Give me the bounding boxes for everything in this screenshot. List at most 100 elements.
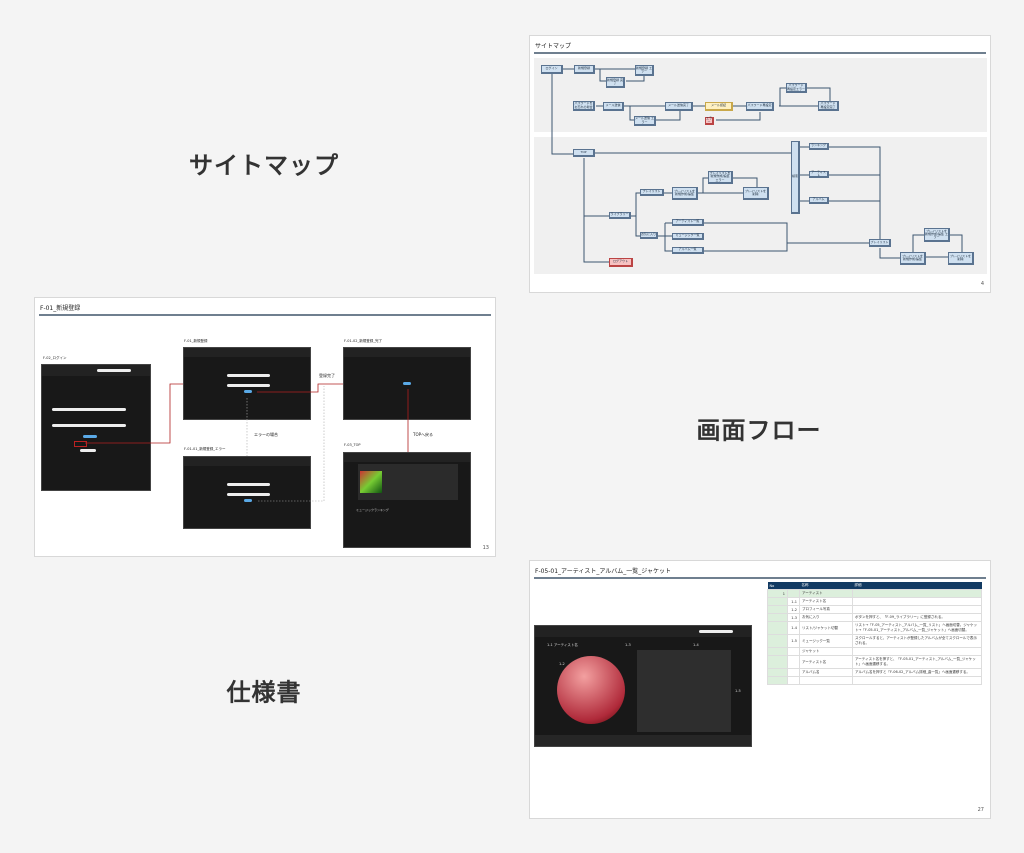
node-login[interactable]: ログイン: [541, 65, 563, 74]
node-library[interactable]: ライブラリー: [609, 212, 631, 219]
node-artist-list[interactable]: アーティスト一覧: [672, 219, 704, 226]
caption-register: F-01_新規登録: [184, 339, 208, 343]
node-logout[interactable]: ログアウト: [609, 258, 633, 267]
slide-title: F-05-01_アーティスト_アルバム_一覧_ジャケット: [535, 568, 671, 575]
node-reg-error[interactable]: 新規登録 エラー: [635, 65, 654, 76]
node-mail-send[interactable]: メール送信: [603, 102, 624, 111]
title-rule: [39, 314, 491, 316]
slide-title: サイトマップ: [535, 43, 572, 50]
cell-no: [767, 668, 788, 677]
section-label-spec: 仕様書: [226, 678, 302, 707]
node-mail-done[interactable]: メール送信完了: [665, 102, 693, 111]
cell-sub: [787, 647, 800, 656]
spec-slide[interactable]: F-05-01_アーティスト_アルバム_一覧_ジャケット 1-1 アーティスト名…: [529, 560, 991, 819]
node-playlist[interactable]: プレイリスト: [640, 189, 664, 196]
cell-no: [767, 634, 788, 648]
node-error[interactable]: エラー: [705, 116, 714, 125]
sitemap-connectors: [551, 68, 963, 263]
cell-no: [767, 605, 788, 614]
jacket-grid[interactable]: [637, 650, 731, 732]
ranking-title: ミュージックランキング: [356, 508, 389, 512]
node-pw-error[interactable]: パスワード 再設定エラー: [786, 83, 807, 93]
cell-detail: リスト→「F-05_アーティスト_アルバム_一覧_リスト」へ画面切替。ジャケット…: [852, 621, 982, 635]
mock-fav-label: 1-3: [625, 643, 631, 647]
cell-sub: 1-4: [787, 621, 800, 635]
profile-photo: [557, 656, 625, 724]
node-ranking[interactable]: ランキング: [809, 143, 829, 150]
cell-name: アーティスト名: [799, 655, 853, 669]
cell-name: お気に入り: [799, 613, 853, 622]
cell-name: ジャケット: [799, 647, 853, 656]
cell-no: 1: [767, 589, 788, 598]
caption-top: F-03_TOP: [344, 443, 361, 447]
screen-register-done[interactable]: [343, 347, 471, 420]
cell-detail: [852, 676, 982, 685]
mock-photo-label: 1-2: [559, 662, 565, 666]
mock-toggle-label: 1-4: [693, 643, 699, 647]
cell-detail: アーティスト名を押すと、「F-05-01_アーティスト_アルバム_一覧_ジャケッ…: [852, 655, 982, 669]
caption-done: F-01-02_新規登録_完了: [344, 339, 382, 343]
arrow-label-error: エラーの場合: [254, 432, 278, 437]
node-mail-auth[interactable]: メール認証: [705, 102, 733, 111]
cell-no: [767, 621, 788, 635]
node-top[interactable]: TOP: [573, 149, 595, 157]
flow-slide[interactable]: F-01_新規登録 F-02_ログイン F-01_新規登録 F-01-01_新規…: [34, 297, 496, 557]
table-row: アルバム名アルバム名を押すと「F-06-02_アルバム詳細_曲一覧」へ画面遷移す…: [767, 668, 982, 677]
node-register[interactable]: 新規登録: [574, 65, 595, 74]
screen-register-error[interactable]: [183, 456, 311, 529]
node-playlist-error[interactable]: プレイリストを新規作成/編集 エラー: [708, 171, 733, 184]
node-artist[interactable]: アーティスト: [809, 170, 829, 178]
cell-detail: スクロールすると、アーティストが登録したアルバムが全てスクロールで表示される。: [852, 634, 982, 648]
arrow-label-done: 登録完了: [319, 373, 335, 378]
node-my-playlist[interactable]: プレイリスト: [869, 239, 891, 247]
node-playlist-delete[interactable]: プレイリストを削除: [743, 187, 769, 200]
node-search[interactable]: 検索: [791, 141, 800, 214]
node-favorite[interactable]: お気に入り: [640, 232, 658, 239]
cell-sub: [787, 668, 800, 677]
node-pw-forgot[interactable]: パスワードをお忘れの場合: [573, 101, 595, 111]
node-pl-create2[interactable]: プレイリストを新規作成/編集: [900, 252, 926, 265]
section-label-sitemap: サイトマップ: [189, 151, 339, 180]
cell-name: プロフィール写真: [799, 605, 853, 614]
screen-top[interactable]: ミュージックランキング: [343, 452, 471, 548]
caption-login: F-02_ログイン: [43, 356, 67, 360]
node-pl-delete2[interactable]: プレイリストを削除: [948, 252, 974, 265]
table-row: ジャケット: [767, 647, 982, 656]
node-pw-reset[interactable]: パスワード再設定: [746, 102, 774, 111]
header-name: 名称: [799, 582, 853, 590]
cell-name: ミュージック一覧: [799, 634, 853, 648]
title-rule: [534, 52, 986, 54]
node-reg-done[interactable]: 新規登録 完了: [606, 77, 625, 88]
cell-name: [799, 676, 853, 685]
node-pw-done[interactable]: パスワード 再設定完了: [818, 101, 839, 111]
cell-no: [767, 647, 788, 656]
cell-detail: [852, 589, 982, 598]
cell-no: [767, 597, 788, 606]
mock-list-label: 1-5: [735, 689, 741, 693]
node-playlist-create[interactable]: プレイリストを新規作成/編集: [672, 187, 698, 200]
screen-artist-album-jacket[interactable]: 1-1 アーティスト名 1-3 1-4 1-2 1-5: [534, 625, 752, 747]
cell-sub: [787, 655, 800, 669]
node-music-list[interactable]: ミュージック一覧: [672, 233, 704, 240]
cell-sub: [787, 589, 800, 598]
node-album[interactable]: アルバム: [809, 197, 829, 204]
page-number: 27: [977, 807, 984, 813]
page-number: 4: [980, 281, 984, 287]
cell-name: リスト/ジャケット切替: [799, 621, 853, 635]
cell-sub: 1-3: [787, 613, 800, 622]
header-no: No: [767, 582, 788, 590]
screen-login[interactable]: [41, 364, 151, 491]
sitemap-slide[interactable]: サイトマップ ログイン 新規登録 新規登録 エラー 新規登録 完了 パスワードを…: [529, 35, 991, 293]
node-mail-error[interactable]: メール送信 エラー: [634, 116, 656, 126]
mock-artist-label: 1-1 アーティスト名: [547, 643, 578, 647]
header-detail: 詳細: [852, 582, 982, 590]
title-rule: [534, 577, 986, 579]
node-album-list[interactable]: アルバム一覧: [672, 247, 704, 254]
node-pl-error2[interactable]: プレイリストを新規作成/編集 エラー: [924, 228, 950, 242]
section-label-flow: 画面フロー: [696, 416, 822, 445]
